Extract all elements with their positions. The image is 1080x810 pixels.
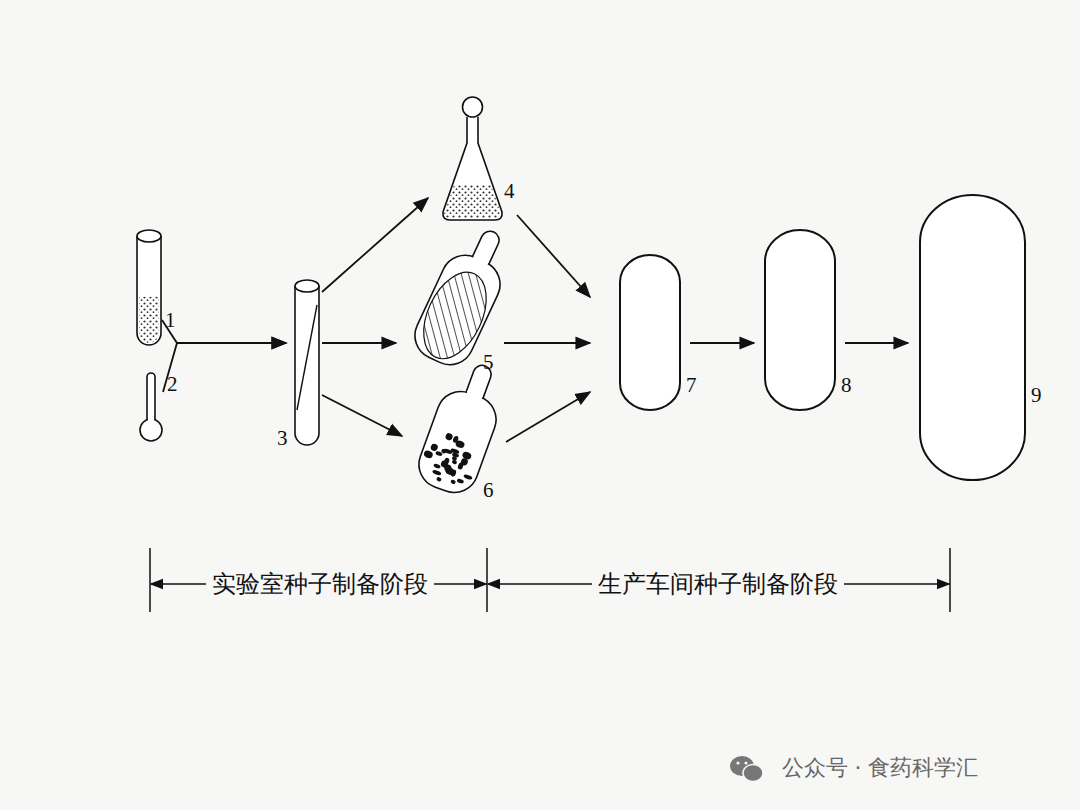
culture-vessel: 3: [295, 280, 319, 445]
callout-number: 8: [841, 375, 852, 396]
flow-arrow: [517, 215, 590, 297]
callout-number: 9: [1031, 385, 1042, 406]
callout-number: 4: [504, 181, 515, 202]
culture-vessel: 9: [920, 195, 1025, 480]
vessel-outline: [137, 230, 161, 345]
vessel-outline: [765, 230, 835, 410]
culture-vessel: 4: [440, 95, 505, 220]
vessel-outline: [140, 372, 162, 442]
culture-vessel: 1: [137, 230, 161, 345]
culture-vessel: 7: [620, 255, 680, 410]
stage-label: 实验室种子制备阶段: [206, 570, 434, 599]
callout-number: 1: [165, 310, 176, 331]
culture-vessel: 5: [415, 240, 500, 380]
watermark: 公众号 · 食药科学汇: [776, 755, 985, 781]
callout-number: 6: [483, 480, 494, 501]
flow-arrow: [504, 342, 590, 344]
callout-number: 3: [277, 428, 288, 449]
callout-number: 2: [167, 374, 178, 395]
flow-arrow: [690, 342, 754, 344]
flow-arrow: [845, 342, 908, 344]
culture-vessel: 6: [415, 380, 500, 505]
vessel-outline: [920, 195, 1025, 480]
flow-arrow: [506, 392, 590, 442]
vessel-outline: [295, 280, 319, 445]
callout-number: 5: [483, 352, 494, 373]
flow-arrow: [162, 320, 286, 343]
culture-vessel: 8: [765, 230, 835, 410]
flow-arrow: [322, 342, 396, 344]
callout-number: 7: [686, 375, 697, 396]
flow-arrow: [322, 198, 428, 292]
flow-arrow: [322, 395, 402, 436]
wechat-icon: [730, 756, 763, 782]
stage-label: 生产车间种子制备阶段: [592, 570, 844, 599]
flow-arrow: [163, 343, 286, 392]
culture-vessel: 2: [140, 372, 162, 442]
vessel-outline: [620, 255, 680, 410]
vessel-outline: [440, 95, 505, 220]
